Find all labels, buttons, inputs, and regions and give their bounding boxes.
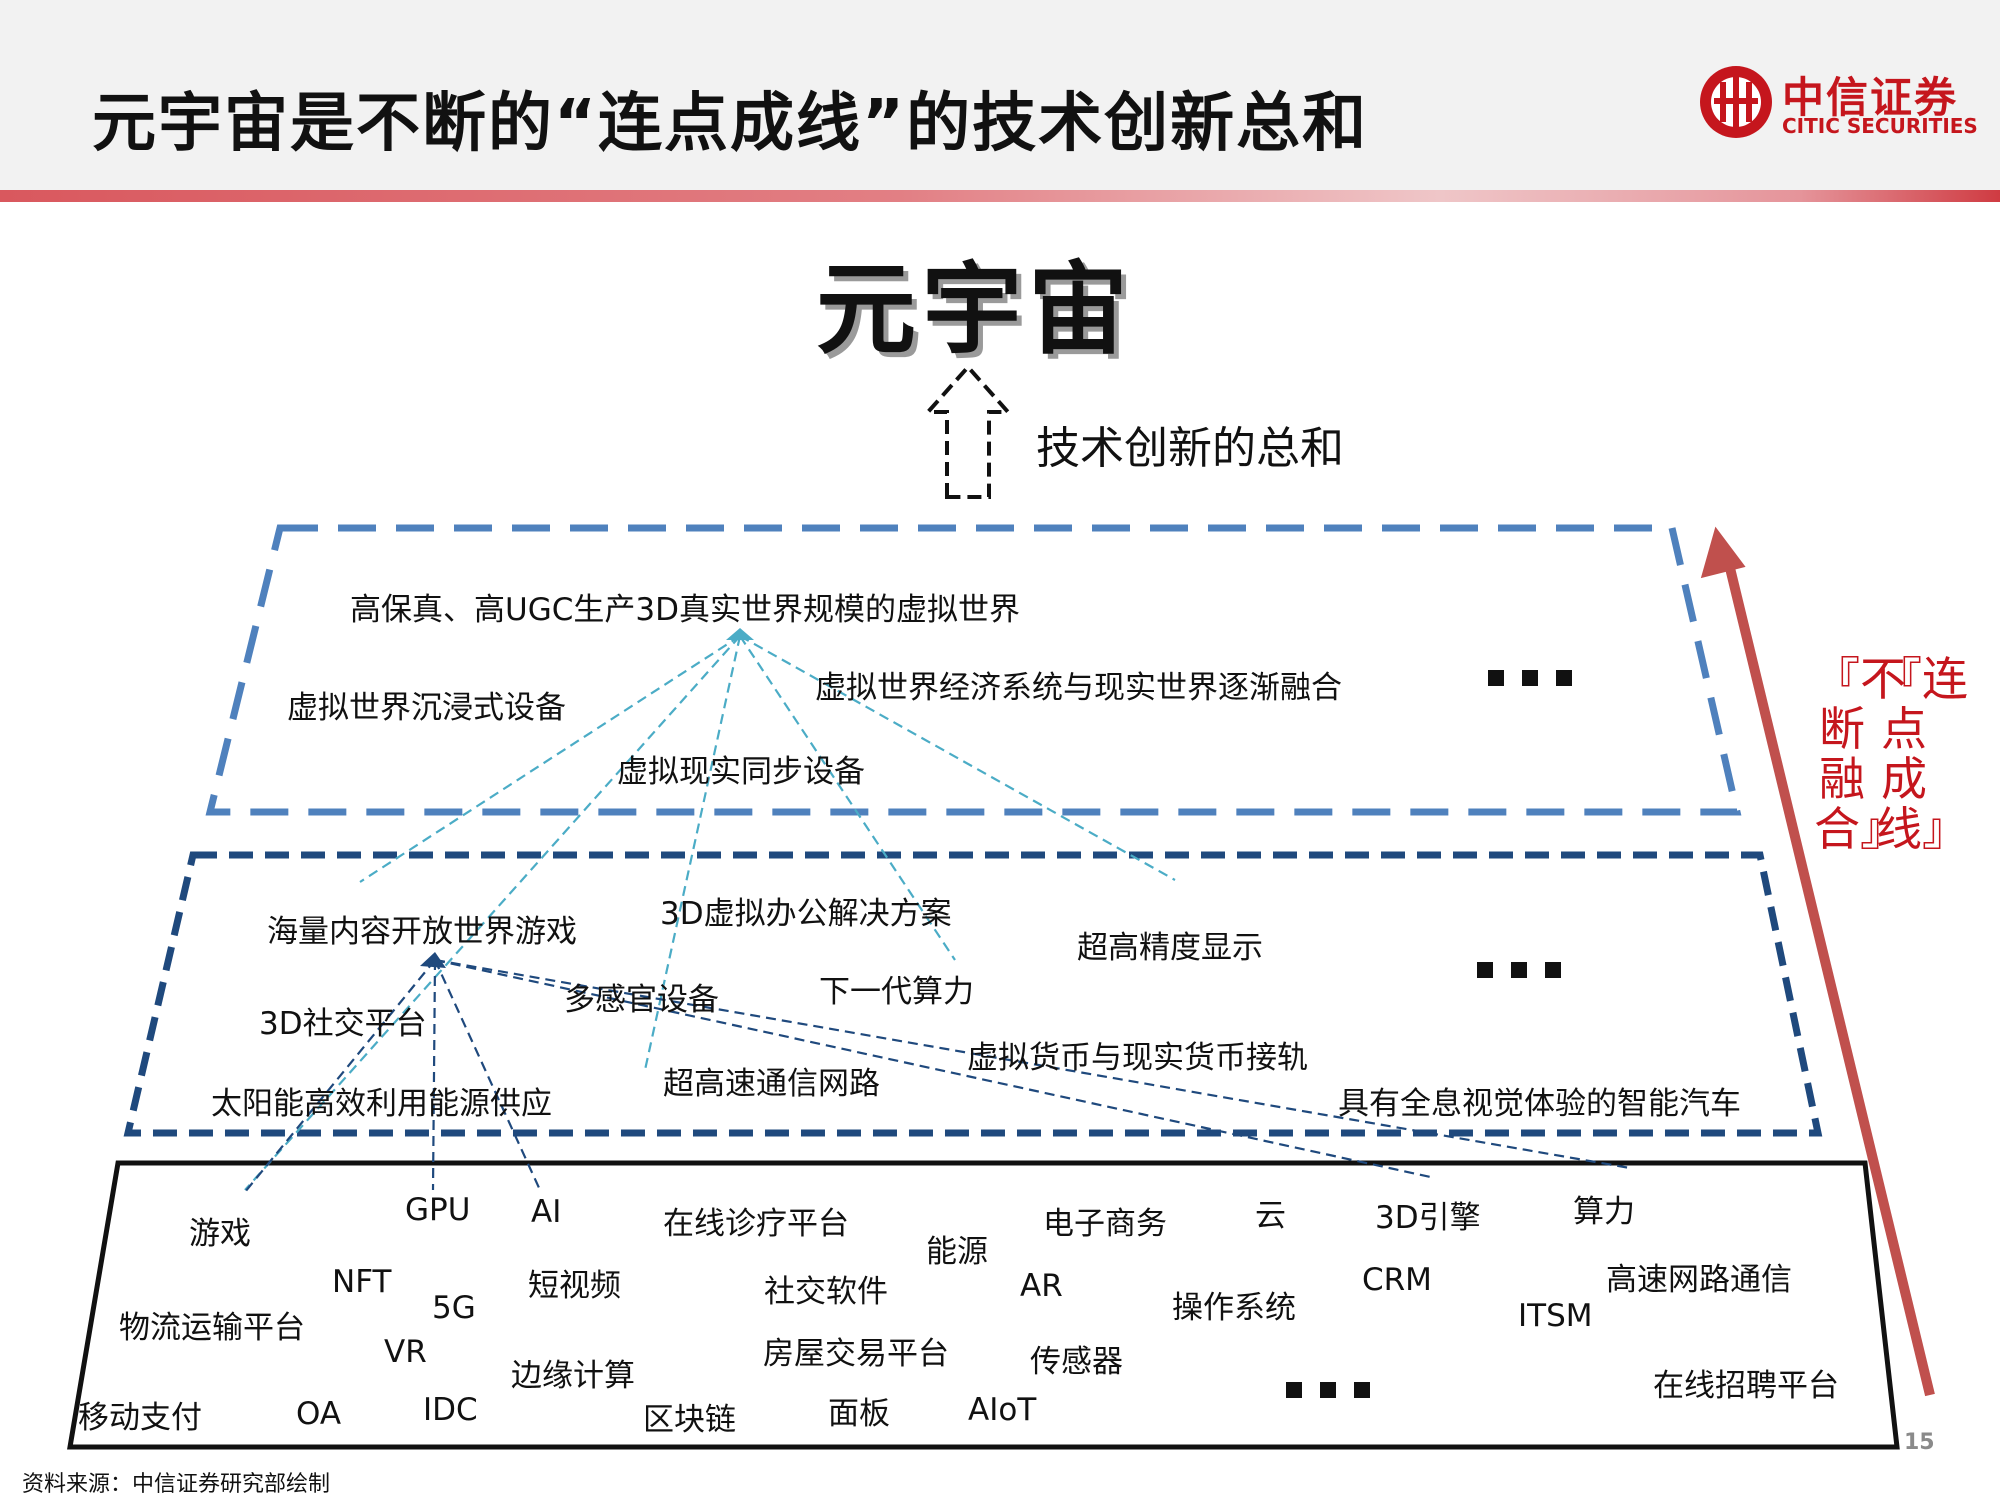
bottom-item: CRM: [1362, 1262, 1432, 1298]
header-divider: [0, 190, 2000, 202]
top-hub-arrowhead: [726, 628, 754, 640]
bottom-item: 短视频: [528, 1268, 621, 1304]
middle-connectors: [244, 958, 1631, 1193]
bottom-item: 云: [1255, 1198, 1286, 1234]
top-item: 虚拟现实同步设备: [617, 754, 865, 790]
middle-item: 下一代算力: [819, 974, 974, 1010]
bottom-item: 高速网路通信: [1606, 1262, 1792, 1298]
middle-item: 海量内容开放世界游戏: [267, 914, 577, 950]
bottom-item: VR: [384, 1334, 427, 1370]
arrow-label: 技术创新的总和: [1036, 423, 1344, 474]
bottom-item: 社交软件: [764, 1274, 888, 1310]
citic-logo: 中信证券 CITIC SECURITIES: [1696, 62, 1978, 146]
middle-item: 虚拟货币与现实货币接轨: [967, 1040, 1308, 1076]
bottom-item: 3D引擎: [1375, 1200, 1481, 1236]
bottom-item: 房屋交易平台: [763, 1336, 949, 1372]
bottom-item: 面板: [828, 1396, 890, 1432]
bottom-item: ITSM: [1518, 1298, 1593, 1334]
page-number: 15: [1904, 1430, 1935, 1455]
bottom-item: NFT: [332, 1264, 392, 1300]
logo-chinese-text: 中信证券: [1782, 73, 1959, 122]
side-text-right: 『连点成线』: [1876, 652, 1968, 856]
top-connectors: [244, 635, 1176, 1191]
bottom-item: IDC: [423, 1392, 478, 1428]
bottom-item: OA: [296, 1396, 342, 1432]
up-arrow-outline: [923, 363, 1013, 499]
middle-item: 超高速通信网路: [663, 1066, 880, 1102]
citic-emblem-icon: [1700, 66, 1772, 138]
metaverse-title: 元宇宙: [816, 251, 1134, 368]
middle-item: 超高精度显示: [1077, 930, 1263, 966]
bottom-layer-frame: [67, 1160, 1900, 1450]
bottom-item: 边缘计算: [511, 1358, 635, 1394]
bottom-item: 物流运输平台: [119, 1310, 305, 1346]
middle-layer-frame: [123, 851, 1823, 1137]
side-arrow-shaft: [1725, 566, 1935, 1397]
bottom-item: 电子商务: [1043, 1206, 1167, 1242]
bottom-item: GPU: [405, 1192, 471, 1228]
bottom-item: AR: [1020, 1268, 1063, 1304]
bottom-item: 5G: [432, 1290, 476, 1326]
bottom-item: 区块链: [643, 1402, 736, 1438]
bottom-item: 能源: [926, 1234, 988, 1270]
middle-item: 多感官设备: [564, 982, 719, 1018]
side-arrow-head: [1700, 526, 1746, 579]
page-title: 元宇宙是不断的“连点成线”的技术创新总和: [92, 87, 1369, 161]
bottom-item: 传感器: [1030, 1344, 1123, 1380]
bottom-item: 在线诊疗平台: [663, 1206, 849, 1242]
bottom-item: AIoT: [968, 1392, 1037, 1428]
bottom-item: 算力: [1573, 1194, 1635, 1230]
middle-ellipsis: [1477, 962, 1579, 982]
top-item: 虚拟世界沉浸式设备: [287, 690, 566, 726]
source-note: 资料来源：中信证券研究部绘制: [22, 1472, 331, 1497]
bottom-ellipsis: [1286, 1382, 1388, 1402]
middle-item: 3D虚拟办公解决方案: [660, 896, 952, 932]
header: 元宇宙是不断的“连点成线”的技术创新总和 中信证券 CITIC SECURITI…: [0, 0, 2000, 190]
middle-item: 太阳能高效利用能源供应: [211, 1086, 552, 1122]
middle-item: 具有全息视觉体验的智能汽车: [1338, 1086, 1741, 1122]
bottom-item: 在线招聘平台: [1653, 1368, 1839, 1404]
top-layer-frame: [205, 524, 1742, 816]
bottom-item: AI: [531, 1194, 562, 1230]
top-item: 虚拟世界经济系统与现实世界逐渐融合: [815, 670, 1342, 706]
bottom-item: 操作系统: [1172, 1290, 1296, 1326]
bottom-item: 游戏: [189, 1216, 251, 1252]
middle-hub-arrowhead: [420, 952, 446, 968]
top-ellipsis: [1488, 670, 1590, 690]
logo-english-text: CITIC SECURITIES: [1782, 114, 1978, 138]
top-item: 高保真、高UGC生产3D真实世界规模的虚拟世界: [350, 592, 1020, 628]
middle-item: 3D社交平台: [259, 1006, 427, 1042]
side-text-left: 『不断融合』: [1814, 652, 1906, 856]
bottom-item: 移动支付: [78, 1400, 202, 1436]
